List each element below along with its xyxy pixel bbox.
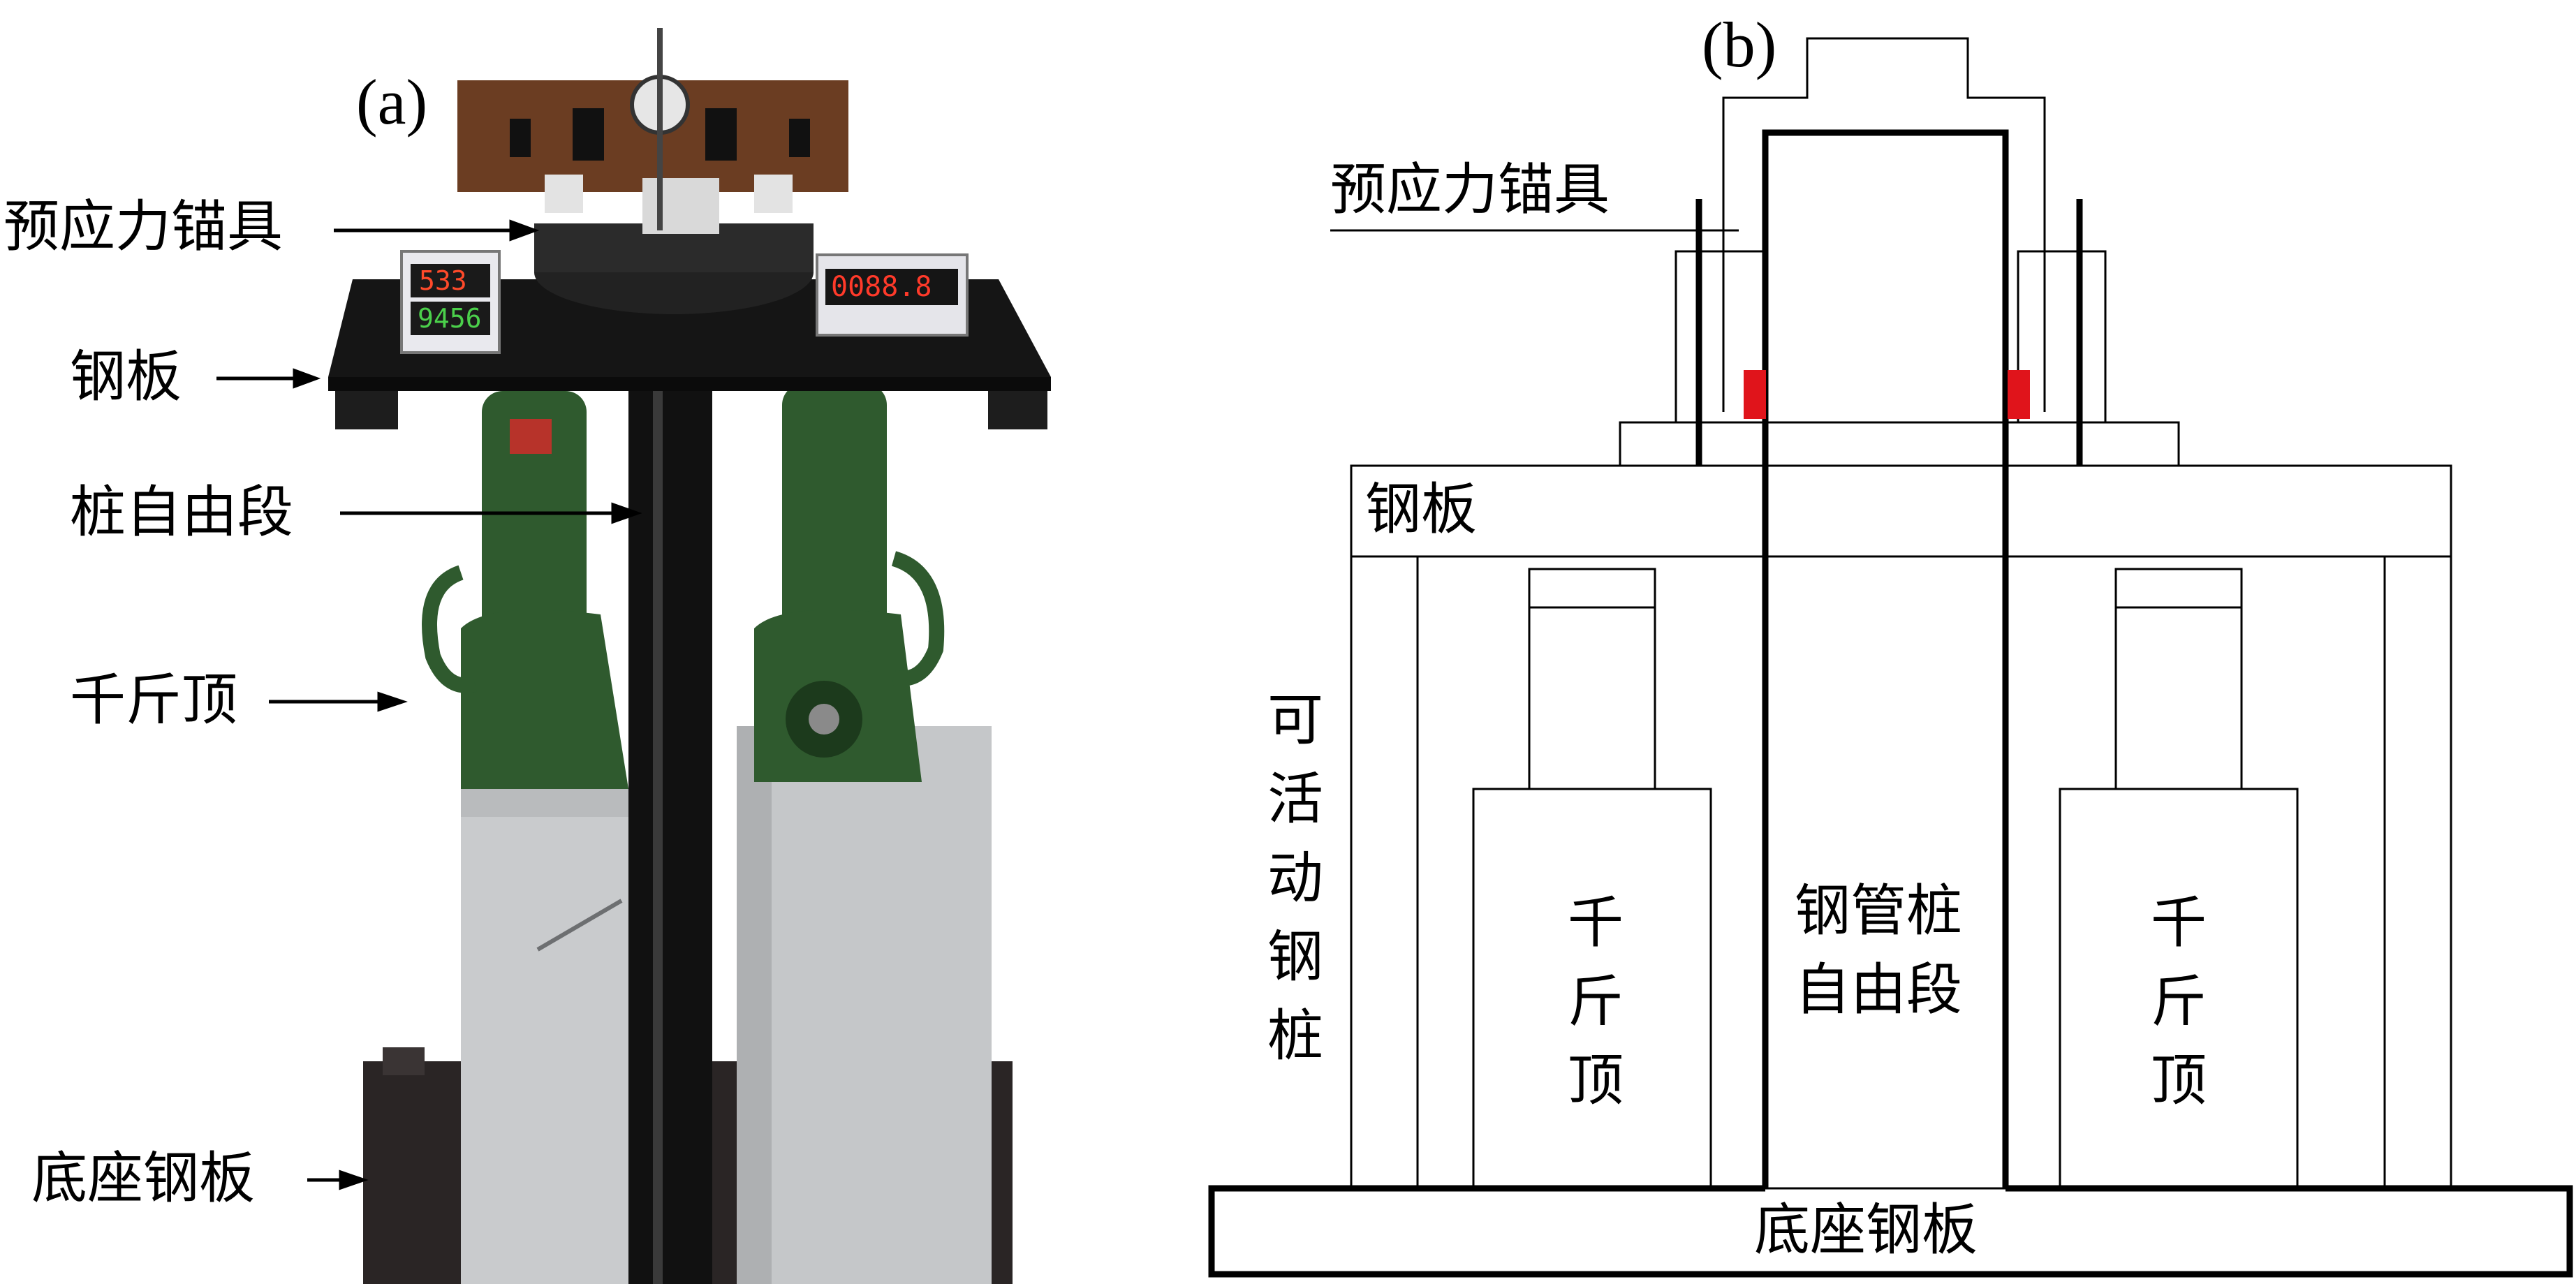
pile-photo [628,335,712,1284]
jack-right-piston [2114,568,2243,609]
steel-plate-b [1350,464,2452,558]
anchor-base-plate [1619,421,2180,467]
concrete-block-left [461,789,642,1284]
label-steel-plate-a: 钢板 [70,344,182,409]
concrete-block-right [737,726,992,1284]
pipe-pile-wall [1762,129,2009,1188]
label-jack-right-b: 千斤顶 [2151,890,2207,1113]
label-base-plate-a: 底座钢板 [31,1146,255,1211]
anchor-block-left [1675,250,1765,424]
label-movable-pile: 可活动钢桩 [1267,688,1323,1068]
label-base-plate-b: 底座钢板 [1754,1197,1978,1262]
jack-right-photo [754,384,945,782]
meter-left-top-readout: 533 [419,265,467,296]
anchor-wedge-left [1744,370,1766,419]
jack-left-piston [1528,568,1656,609]
anchor-block-right [2017,250,2107,424]
photo-illustration [216,28,1051,1284]
jack-left-photo [422,391,628,789]
label-jack-a: 千斤顶 [70,667,237,732]
label-steel-plate-b: 钢板 [1365,477,1477,542]
label-anchor-b: 预应力锚具 [1330,157,1610,222]
panel-b-tag: (b) [1702,9,1777,80]
label-pipe-free-line1: 钢管桩 [1795,878,1962,943]
label-jack-left-b: 千斤顶 [1568,890,1624,1113]
anchor-assembly-photo [510,28,814,314]
label-anchor-a: 预应力锚具 [3,194,283,259]
label-pile-free-a: 桩自由段 [70,480,293,545]
panel-a-tag: (a) [356,66,428,138]
meter-left-bottom-readout: 9456 [418,303,482,334]
label-pipe-free-line2: 自由段 [1795,957,1962,1022]
anchor-wedge-right [2008,370,2030,419]
meter-right-readout: 0088.8 [831,271,932,303]
movable-pile-frame [1350,555,2452,1190]
